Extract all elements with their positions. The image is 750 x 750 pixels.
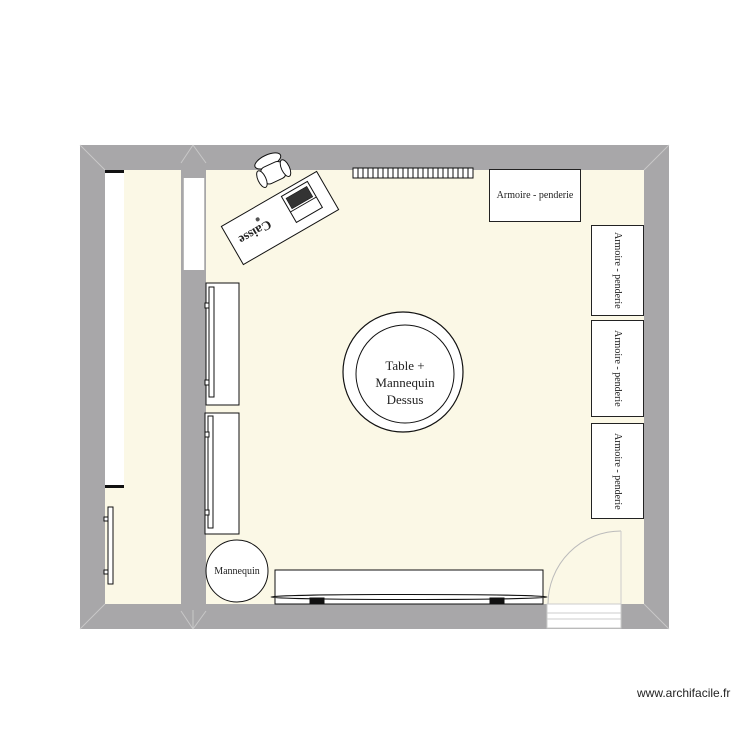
watermark: www.archifacile.fr	[637, 686, 731, 700]
door-swing	[547, 530, 622, 605]
door-step	[546, 603, 622, 629]
wardrobe-right-1-label: Armoire - penderie	[612, 232, 623, 309]
wardrobe-right-3-label: Armoire - penderie	[612, 432, 623, 510]
corridor-window	[105, 170, 124, 488]
center-table-line2: Mannequin	[375, 374, 435, 390]
radiator-icon	[352, 167, 474, 179]
center-table-line3: Dessus	[386, 391, 424, 407]
center-table-line1: Table +	[385, 357, 425, 373]
corridor-rail	[103, 506, 114, 585]
wardrobe-right-1: Armoire - penderie	[591, 225, 644, 316]
clothing-rail-2	[204, 412, 240, 535]
mannequin-circle	[205, 539, 269, 603]
center-table-label: Table + Mannequin Dessus	[365, 352, 445, 412]
wardrobe-right-2: Armoire - penderie	[591, 320, 644, 417]
wardrobe-top: Armoire - penderie	[489, 169, 581, 222]
chair-icon	[254, 152, 292, 188]
partition-opening	[183, 178, 205, 270]
wardrobe-right-3: Armoire - penderie	[591, 423, 644, 519]
center-table-inner	[355, 324, 455, 424]
mannequin-label: Mannequin	[214, 565, 260, 577]
clothing-rail-bottom	[270, 569, 548, 605]
checkout-desk	[220, 170, 340, 266]
clothing-rail-1	[204, 282, 240, 406]
wardrobe-right-2-label: Armoire - penderie	[612, 330, 623, 407]
